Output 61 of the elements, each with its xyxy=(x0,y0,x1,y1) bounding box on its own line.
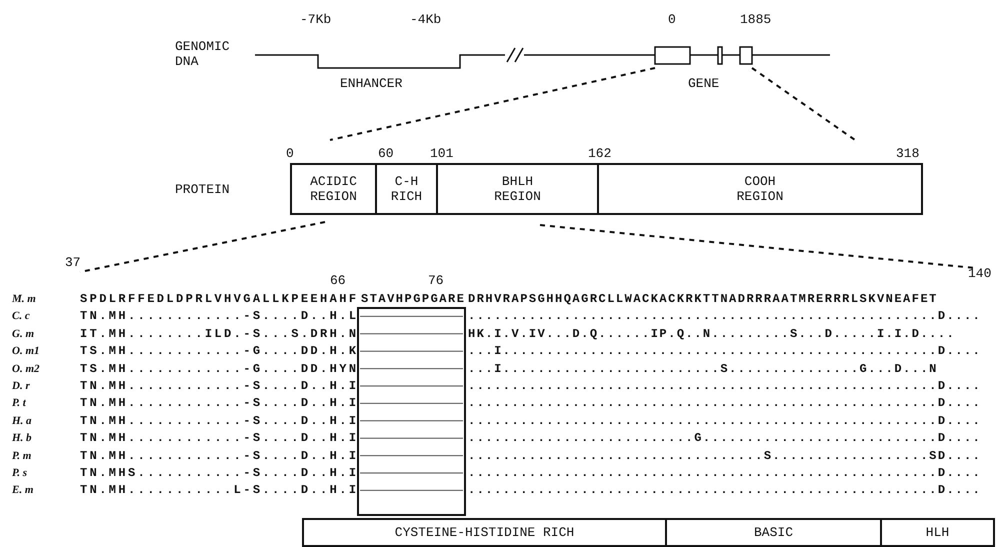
sequence-text: ......................................................D.... xyxy=(468,379,982,393)
sequence-text: ...I..................................................D.... xyxy=(468,344,982,358)
sequence-text: TN.MH............-S....D..H.I xyxy=(80,379,358,393)
sequence-text: ......................................................D.... xyxy=(468,483,982,498)
sequence-text: IT.MH........ILD.-S...S.DRH.N xyxy=(80,326,358,341)
position-label: 60 xyxy=(378,146,394,161)
protein-region-box: BHLH REGION xyxy=(436,163,599,215)
row-label: PROTEIN xyxy=(175,182,230,197)
position-label: 1885 xyxy=(740,12,772,27)
sequence-text: ..................................S..................SD.... xyxy=(468,448,982,463)
species-label: H. b xyxy=(12,431,32,446)
sequence-text: TN.MH............-S....D..H.I xyxy=(80,448,358,463)
sequence-text: TN.MH...........L-S....D..H.I xyxy=(80,483,358,498)
sequence-text: TS.MH............-G....DD.HYN xyxy=(80,362,358,376)
species-label: P. s xyxy=(12,466,28,480)
position-label: 37 xyxy=(65,255,81,270)
protein-region-box: C-H RICH xyxy=(375,163,438,215)
sequence-text: STAVHPGPGARE xyxy=(361,292,466,306)
sequence-text: ......................................................D.... xyxy=(468,396,982,410)
position-label: 0 xyxy=(668,12,676,27)
species-label: O. m2 xyxy=(12,362,40,376)
species-label: G. m xyxy=(12,326,34,341)
sequence-text: DRHVRAPSGHHQAGRCLLWACKACKRKTTNADRRRAATMRERRRLSKVNEAFET xyxy=(468,292,938,306)
position-label: 76 xyxy=(428,273,444,288)
protein-region-box: ACIDIC REGION xyxy=(290,163,377,215)
protein-region-box: COOH REGION xyxy=(597,163,923,215)
position-label: 101 xyxy=(430,146,454,161)
domain-box: BASIC xyxy=(665,518,882,547)
species-label: P. m xyxy=(12,448,32,463)
position-label: -4Kb xyxy=(410,12,442,27)
species-label: M. m xyxy=(12,292,36,306)
sequence-text: SPDLRFFEDLDPRLVHVGALLKPEEHAHF xyxy=(80,292,358,306)
position-label: 318 xyxy=(896,146,920,161)
species-label: C. c xyxy=(12,309,30,324)
species-label: D. r xyxy=(12,379,30,393)
species-label: P. t xyxy=(12,396,26,410)
position-label: 140 xyxy=(968,266,992,281)
position-label: 0 xyxy=(286,146,294,161)
sequence-text: TS.MH............-G....DD.H.K xyxy=(80,344,358,358)
species-label: O. m1 xyxy=(12,344,40,358)
sequence-text: TN.MH............-S....D..H.L xyxy=(80,309,358,324)
sequence-text: TN.MHS...........-S....D..H.I xyxy=(80,466,358,480)
sequence-text: TN.MH............-S....D..H.I xyxy=(80,431,358,446)
sequence-text: HK.I.V.IV...D.Q......IP.Q..N.........S...D.....I.I.D.... xyxy=(468,326,956,341)
position-label: 66 xyxy=(330,273,346,288)
sequence-text: TN.MH............-S....D..H.I xyxy=(80,414,358,428)
position-label: 162 xyxy=(588,146,612,161)
row-label: GENOMIC DNA xyxy=(175,39,231,69)
region-label: ENHANCER xyxy=(340,76,402,91)
sequence-text: ......................................................D.... xyxy=(468,414,982,428)
sequence-text: ......................................................D.... xyxy=(468,466,982,480)
domain-box: HLH xyxy=(880,518,995,547)
sequence-text: ......................................................D.... xyxy=(468,309,982,324)
domain-box: CYSTEINE-HISTIDINE RICH xyxy=(302,518,667,547)
sequence-text: ..........................G...........................D.... xyxy=(468,431,982,446)
species-label: H. a xyxy=(12,414,32,428)
species-label: E. m xyxy=(12,483,34,498)
position-label: -7Kb xyxy=(300,12,332,27)
sequence-text: TN.MH............-S....D..H.I xyxy=(80,396,358,410)
sequence-text: ...I.........................S...............G...D...N xyxy=(468,362,938,376)
region-label: GENE xyxy=(688,76,720,91)
